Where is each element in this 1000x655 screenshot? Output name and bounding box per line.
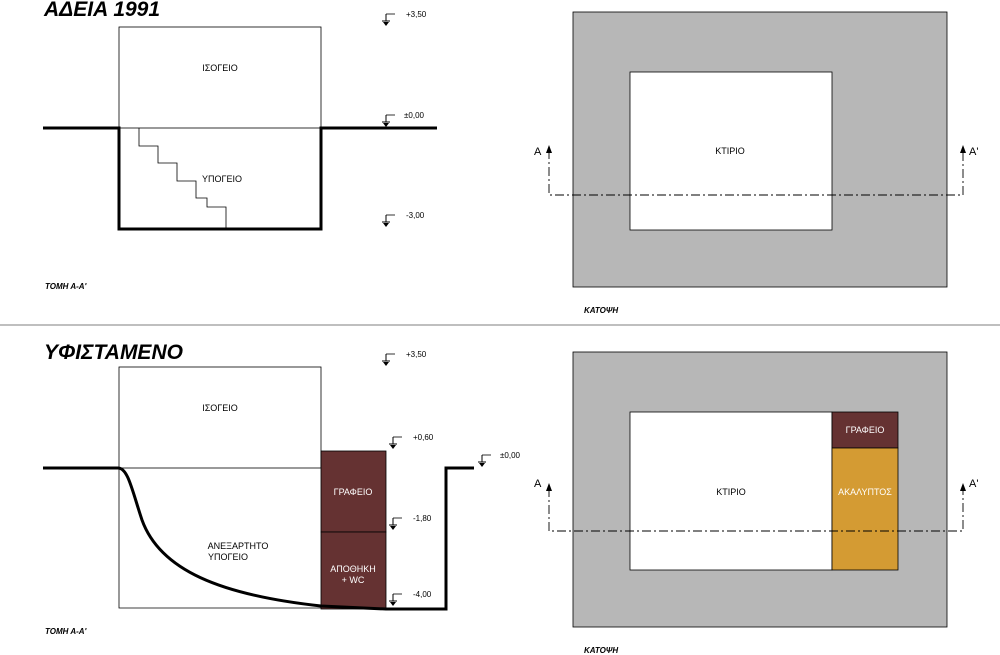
section-caption: ΤΟΜΗ Α-Α'	[45, 282, 88, 291]
stairs	[138, 128, 227, 229]
section-line	[548, 150, 964, 196]
elevation-marker	[388, 593, 403, 607]
elevation-label: -1,80	[413, 514, 432, 523]
top-section-drawing: ΙΣΟΓΕΙΟ ΥΠΟΓΕΙΟ +3,50 ±0,00 -3,00 ΤΟΜΗ Α…	[43, 10, 437, 291]
basement-label-line1: ΑΝΕΞΑΡΤΗΤΟ	[208, 541, 269, 551]
elevation-label: -3,00	[406, 211, 425, 220]
elevation-label: -4,00	[413, 590, 432, 599]
elevation-label: ±0,00	[500, 451, 521, 460]
building-footprint	[629, 411, 833, 571]
section-arrow	[546, 483, 552, 491]
section-arrow	[960, 145, 966, 153]
elevation-label: +3,50	[406, 350, 427, 359]
top-plan-drawing: ΚΤΙΡΙΟ Α Α' ΚΑΤΟΨΗ	[534, 11, 978, 315]
elevation-marker	[381, 114, 396, 128]
bottom-section-drawing: ΙΣΟΓΕΙΟ ΓΡΑΦΕΙΟ ΑΠΟΘΗΚΗ + WC ΑΝΕΞΑΡΤΗΤΟ …	[43, 350, 521, 636]
section-mark-right: Α'	[969, 478, 978, 490]
section-arrow	[546, 145, 552, 153]
elevation-marker	[477, 454, 492, 468]
bottom-plan-drawing: ΚΤΙΡΙΟ ΓΡΑΦΕΙΟ ΑΚΑΛΥΠΤΟΣ Α Α' ΚΑΤΟΨΗ	[534, 351, 978, 655]
ground-floor-label: ΙΣΟΓΕΙΟ	[202, 403, 238, 413]
office-plan-block	[831, 411, 899, 449]
office-label: ΓΡΑΦΕΙΟ	[334, 487, 373, 497]
storage-block	[320, 531, 387, 610]
elevation-marker	[381, 353, 396, 367]
office-block	[320, 450, 387, 533]
plan-caption: ΚΑΤΟΨΗ	[584, 646, 618, 655]
open-space-block	[831, 447, 899, 571]
section-caption: ΤΟΜΗ Α-Α'	[45, 627, 88, 636]
ground-line	[43, 126, 437, 231]
basement-label-line2: ΥΠΟΓΕΙΟ	[208, 552, 248, 562]
elevation-label: +0,60	[413, 433, 434, 442]
ground-floor-label: ΙΣΟΓΕΙΟ	[202, 63, 238, 73]
elevation-label: ±0,00	[404, 111, 425, 120]
office-plan-label: ΓΡΑΦΕΙΟ	[846, 425, 885, 435]
elevation-marker	[388, 436, 403, 450]
elevation-marker	[381, 214, 396, 228]
section-mark-left: Α	[534, 146, 542, 158]
building-label: ΚΤΙΡΙΟ	[716, 487, 746, 497]
elevation-marker	[381, 13, 396, 27]
ground-floor-box	[118, 366, 322, 469]
building-label: ΚΤΙΡΙΟ	[715, 146, 745, 156]
section-mark-right: Α'	[969, 146, 978, 158]
elevation-marker	[388, 517, 403, 531]
bottom-title: ΥΦΙΣΤΑΜΕΝΟ	[44, 341, 183, 364]
basement-outline	[118, 468, 321, 609]
top-title: ΑΔΕΙΑ 1991	[43, 0, 160, 21]
section-mark-left: Α	[534, 478, 542, 490]
open-space-label: ΑΚΑΛΥΠΤΟΣ	[838, 487, 892, 497]
building-footprint	[629, 71, 833, 231]
section-line	[548, 488, 964, 532]
basement-label: ΥΠΟΓΕΙΟ	[202, 174, 242, 184]
ground-floor-box	[118, 26, 322, 129]
section-arrow	[960, 483, 966, 491]
storage-label-line1: ΑΠΟΘΗΚΗ	[330, 564, 376, 574]
storage-label-line2: + WC	[342, 575, 365, 585]
elevation-label: +3,50	[406, 10, 427, 19]
terrain-line	[43, 466, 474, 611]
plan-caption: ΚΑΤΟΨΗ	[584, 306, 618, 315]
